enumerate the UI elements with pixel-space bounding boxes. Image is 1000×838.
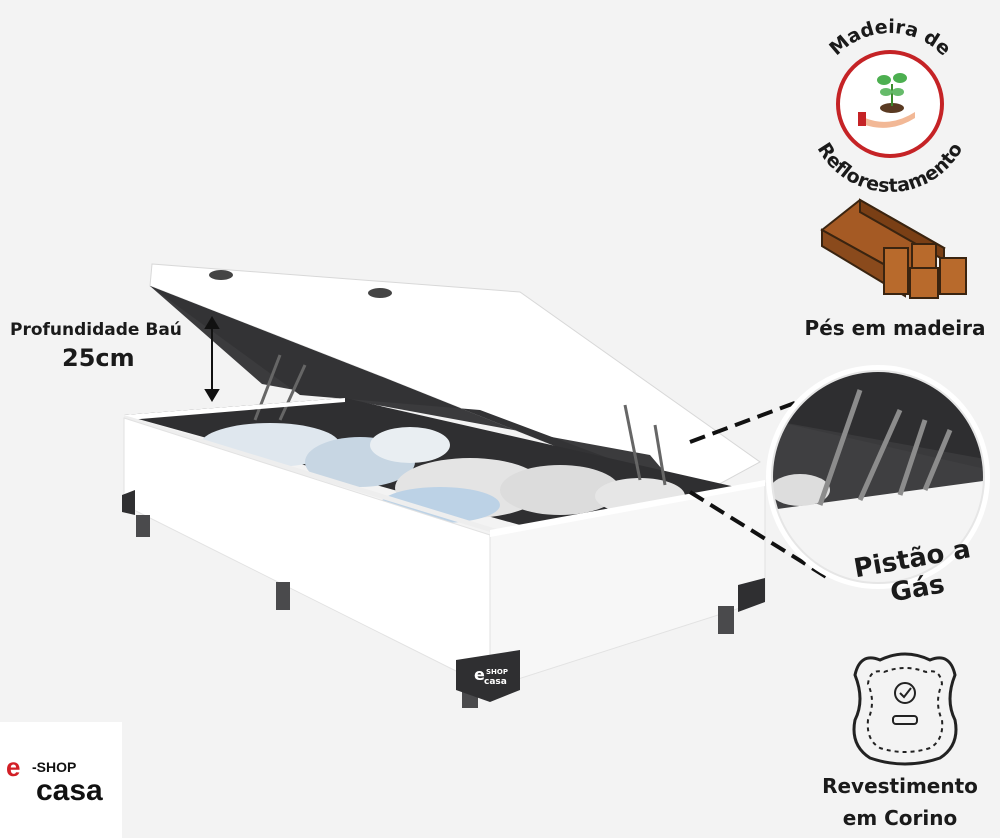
leather-feature-label: Revestimento em Corino (800, 770, 1000, 834)
bed-lid (149, 263, 761, 502)
gas-pistons (253, 354, 667, 486)
seedling-hand-icon (858, 73, 915, 128)
logo-casa: casa (36, 774, 103, 807)
reforestation-badge: Madeira de Reflorestamento (813, 16, 967, 197)
corner-tag-casa: casa (484, 677, 507, 687)
corner-tag-e: e (474, 665, 485, 684)
zoom-callout-lines (688, 396, 830, 580)
logo-shop: -SHOP (32, 759, 77, 775)
leather-hide-icon (852, 652, 958, 766)
leather-label-line1: Revestimento (822, 774, 978, 798)
depth-label: Profundidade Baú (10, 320, 182, 340)
depth-arrow (204, 316, 220, 402)
depth-value: 25cm (62, 344, 135, 372)
feet-feature-label: Pés em madeira (804, 316, 986, 340)
corner-tag-shop: SHOP (486, 668, 508, 676)
leather-label-line2: em Corino (842, 806, 958, 830)
piston-zoom-circle (766, 365, 990, 589)
wood-logs-icon (820, 198, 967, 299)
eshop-casa-logo (0, 722, 122, 838)
logo-e: e (6, 752, 21, 782)
